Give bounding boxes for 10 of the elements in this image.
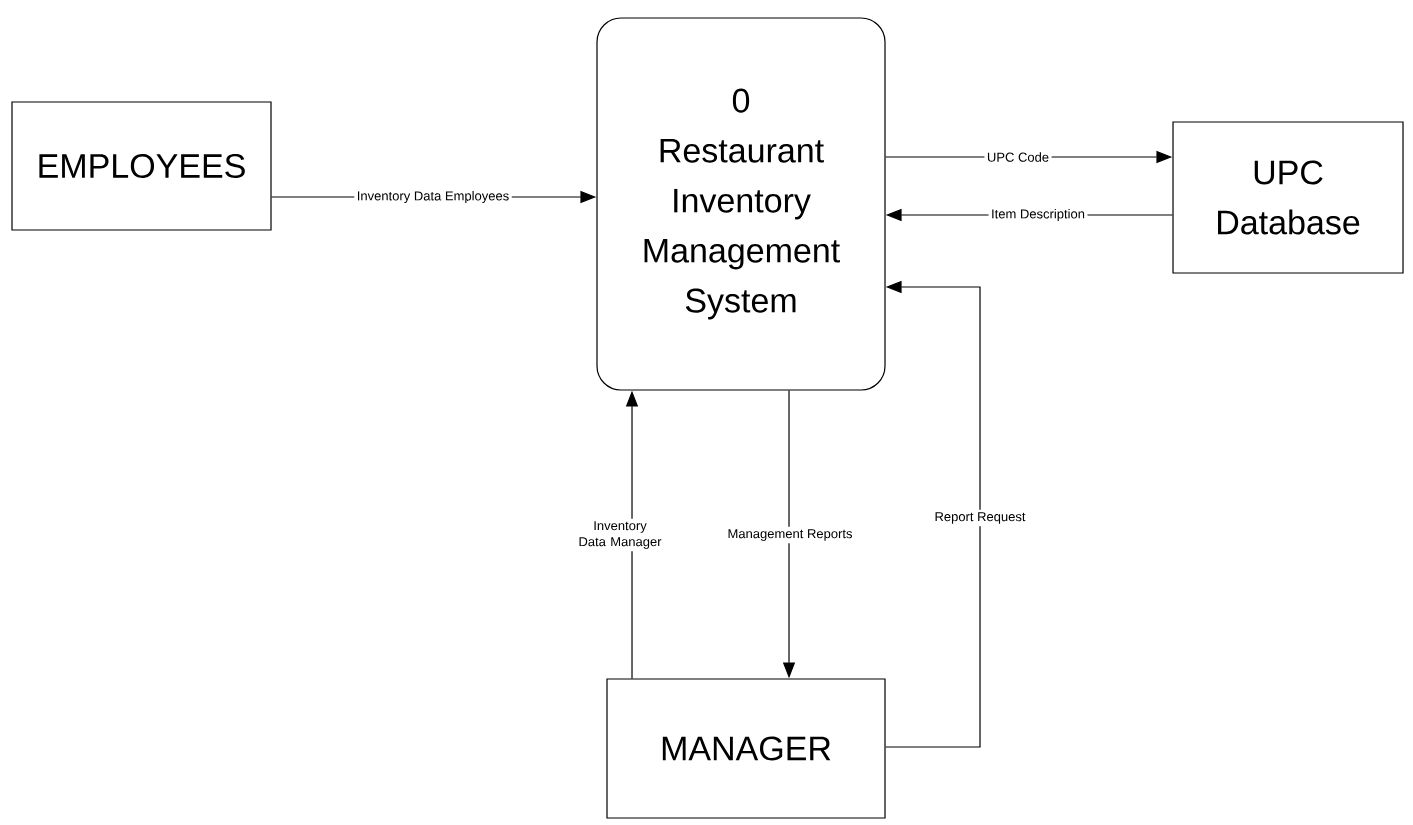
edge-label: Inventory Data Employees bbox=[354, 188, 512, 206]
edge-label: Report Request bbox=[932, 509, 1029, 527]
edge-label: UPC Code bbox=[984, 149, 1052, 165]
entity-box: MANAGER bbox=[606, 678, 886, 819]
entity-box: UPC Database bbox=[1172, 121, 1404, 274]
edge-label: Management Reports bbox=[725, 526, 855, 544]
edge-label: Inventory Data Manager bbox=[567, 518, 673, 552]
entity-box: EMPLOYEES bbox=[11, 101, 272, 231]
edge-label: Item Description bbox=[988, 206, 1088, 224]
process-box: 0 Restaurant Inventory Management System bbox=[596, 17, 886, 391]
